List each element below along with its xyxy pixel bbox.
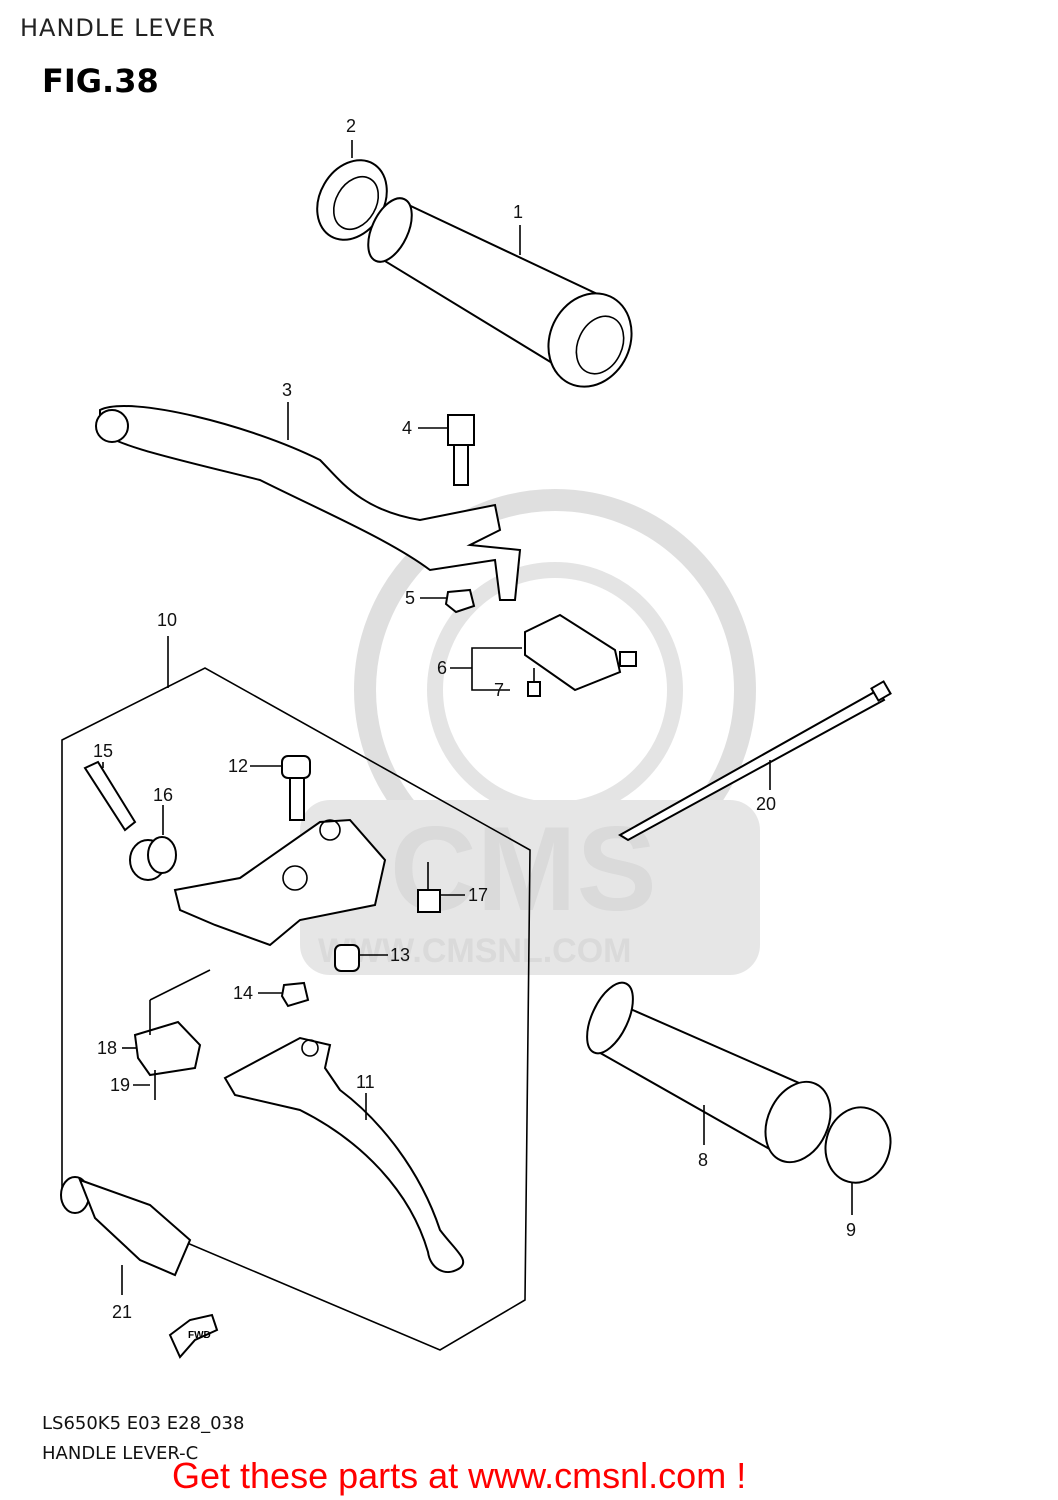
part-13-collar	[334, 944, 360, 972]
part-8-handlebar-grip	[586, 981, 832, 1164]
part-15-adjuster-screw	[83, 760, 137, 832]
callout-2: 2	[346, 116, 356, 136]
promo-link[interactable]: Get these parts at www.cmsnl.com !	[172, 1455, 747, 1496]
part-14-nut	[280, 981, 310, 1008]
callout-16: 16	[153, 785, 173, 805]
callout-15: 15	[93, 741, 113, 761]
section-name: HANDLE LEVER-C	[42, 1443, 199, 1464]
callout-19: 19	[110, 1075, 130, 1095]
callout-9: 9	[846, 1220, 856, 1240]
part-17-clamp-bolt	[417, 862, 441, 913]
fwd-label: FWD	[188, 1330, 211, 1341]
part-5-nut	[444, 588, 476, 614]
part-9-grip-end-cap	[824, 1106, 892, 1184]
part-12-pivot-pin	[281, 755, 311, 821]
callout-4: 4	[402, 418, 412, 438]
part-1-throttle-grip	[367, 197, 633, 388]
callout-20: 20	[756, 794, 776, 814]
callout-14: 14	[233, 983, 253, 1003]
part-16-bushing	[129, 836, 177, 881]
callout-18: 18	[97, 1038, 117, 1058]
callout-21: 21	[112, 1302, 132, 1322]
callout-6: 6	[437, 658, 447, 678]
callout-12: 12	[228, 756, 248, 776]
page-title: HANDLE LEVER	[20, 14, 216, 42]
part-11-clutch-lever	[223, 1036, 465, 1273]
part-18-clutch-switch	[133, 969, 211, 1077]
callout-8: 8	[698, 1150, 708, 1170]
part-7-screw	[527, 668, 541, 697]
callout-5: 5	[405, 588, 415, 608]
diagram-code: LS650K5 E03 E28_038	[42, 1413, 245, 1434]
callout-7: 7	[494, 680, 504, 700]
part-21-lever-cover	[60, 1176, 192, 1277]
callout-10: 10	[157, 610, 177, 630]
callout-13: 13	[390, 945, 410, 965]
fwd-direction-arrow: FWD	[168, 1313, 219, 1359]
part-2-grip-end-ring	[316, 159, 388, 241]
callout-1: 1	[513, 202, 523, 222]
part-4-pivot-bolt	[447, 414, 475, 486]
callout-11: 11	[356, 1072, 375, 1092]
watermark-brand: CMS	[390, 802, 657, 936]
callout-17: 17	[468, 885, 488, 905]
part-20-cable-tie	[618, 680, 892, 842]
watermark-url: WWW.CMSNL.COM	[318, 932, 632, 970]
figure-number: FIG.38	[42, 62, 159, 100]
part-3-brake-lever	[95, 405, 522, 601]
part-6-front-brake-switch	[524, 613, 637, 692]
clutch-lever-bracket	[173, 818, 387, 947]
callout-3: 3	[282, 380, 292, 400]
